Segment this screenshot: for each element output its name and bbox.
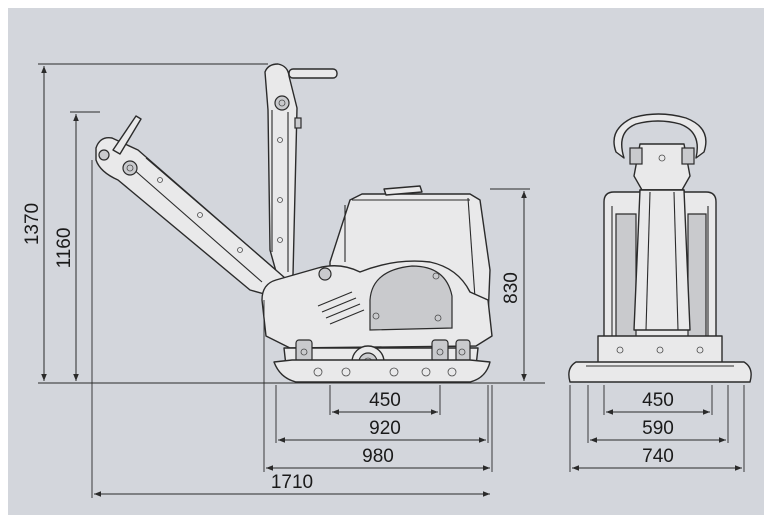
side-view-machine [95, 63, 493, 383]
base-plate [273, 359, 491, 383]
dimension-labels: 1370 1160 830 450 920 980 1710 450 590 7… [22, 203, 674, 493]
label-body-height: 830 [501, 272, 522, 304]
dimension-lines [41, 66, 742, 497]
tilted-handle [95, 115, 286, 296]
front-handle-loop [613, 113, 707, 159]
label-handle-height: 1160 [54, 228, 75, 269]
label-overall-width-front: 740 [642, 446, 674, 467]
front-view-machine [568, 113, 752, 383]
label-mid-width-front: 590 [642, 418, 674, 439]
extension-lines [38, 63, 745, 498]
label-plate-width-side: 450 [369, 390, 401, 411]
label-overall-length: 1710 [271, 472, 313, 493]
main-housing [261, 260, 493, 349]
label-plate-length: 920 [369, 418, 401, 439]
label-base-length: 980 [362, 446, 394, 467]
label-overall-height: 1370 [22, 203, 43, 245]
label-plate-width-front: 450 [642, 390, 674, 411]
front-base-plate [568, 361, 752, 383]
